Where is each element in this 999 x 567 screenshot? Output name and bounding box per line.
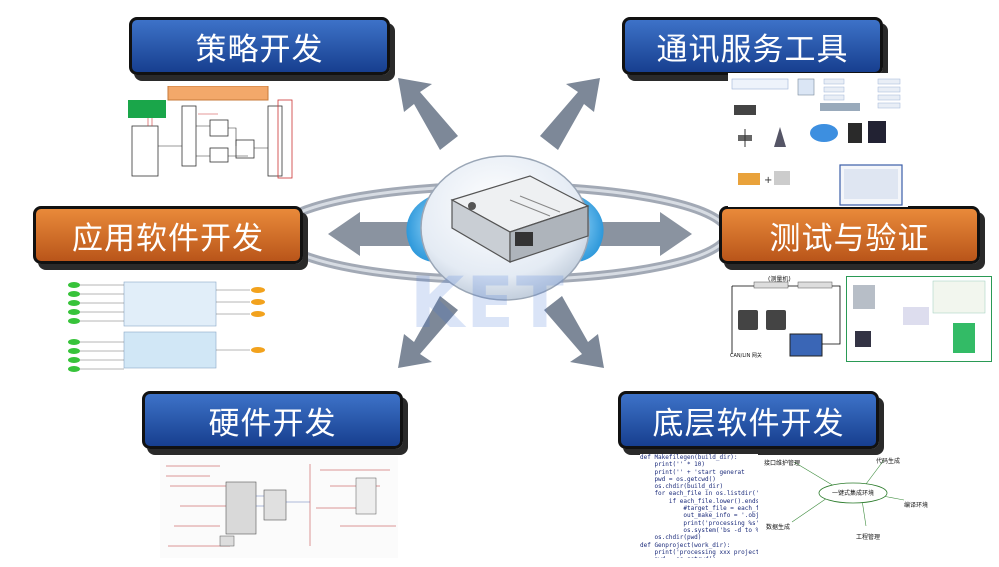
code-line: pwd = os.getcwd() [640, 556, 758, 558]
strategy-dev-label: 策略开发 [195, 31, 324, 68]
test-bench-thumbnail: (测量机) CAN/LIN 网关 [728, 274, 844, 364]
test-hil-thumbnail [846, 276, 992, 362]
app-software-thumbnail [62, 280, 287, 380]
base-software-label: 底层软件开发 [652, 405, 845, 442]
hardware-dev-label: 硬件开发 [208, 405, 337, 442]
code-line: for each_file in os.listdir(' [640, 490, 758, 498]
svg-text:+: + [764, 175, 772, 186]
code-line: print('processing xxx project') [640, 548, 758, 556]
mindmap-node-codegen: 代码生成 [876, 458, 901, 465]
code-line: os.system('bs -d to % [640, 526, 758, 534]
strategy-dev-box[interactable]: 策略开发 [129, 17, 390, 75]
code-line: def Makefilegen(build_dir): [640, 454, 738, 461]
code-line: print('' + 'start generat [640, 468, 745, 476]
comm-tool-thumbnail: + [728, 73, 908, 207]
code-line: out_make_info = '.obj [640, 512, 758, 520]
arrow-base [544, 296, 604, 368]
center-watermark: KET [410, 262, 566, 344]
arrow-app [328, 212, 420, 256]
mindmap-center: 一键式集成环境 [832, 490, 875, 497]
mindmap-node-interface: 接口维护管理 [764, 460, 801, 467]
test-validation-box[interactable]: 测试与验证 [719, 206, 980, 264]
code-line: pwd = os.getcwd() [640, 475, 716, 483]
code-snippet-text: def Makefilegen(build_dir): print('' * 1… [640, 454, 758, 558]
test-validation-label: 测试与验证 [769, 220, 930, 257]
app-software-box[interactable]: 应用软件开发 [33, 206, 303, 264]
code-line: os.chdir(build_dir) [640, 483, 724, 491]
code-line: if each_file.lower().endswi [640, 497, 758, 505]
code-line: def Genproject(work_dir): [640, 541, 731, 549]
code-line: #target_file = each_fil [640, 505, 758, 513]
comm-tool-label: 通讯服务工具 [656, 31, 849, 68]
code-snippet-panel: def Makefilegen(build_dir): print('' * 1… [640, 454, 758, 558]
integration-mindmap: 一键式集成环境 接口维护管理 代码生成 编译环境 工程管理 数据生成 [758, 450, 948, 550]
app-software-label: 应用软件开发 [72, 220, 264, 257]
arrow-strategy [398, 78, 458, 150]
base-software-box[interactable]: 底层软件开发 [618, 391, 879, 449]
hardware-dev-box[interactable]: 硬件开发 [142, 391, 403, 449]
mindmap-node-project: 工程管理 [856, 534, 881, 541]
controller-unit-icon [450, 175, 590, 264]
code-line: os.chdir(pwd) [640, 534, 702, 542]
arrow-hardware [398, 296, 458, 368]
code-line: print('processing %s' % [640, 519, 758, 527]
arrow-test [600, 212, 692, 256]
strategy-model-thumbnail [128, 86, 298, 186]
code-line: print('' * 10) [640, 461, 706, 469]
test-top-label: (测量机) [768, 276, 791, 283]
mindmap-node-datagen: 数据生成 [766, 524, 791, 531]
mindmap-node-compile: 编译环境 [904, 502, 929, 509]
arrow-comm [540, 78, 600, 150]
test-bottom-label: CAN/LIN 网关 [730, 353, 762, 359]
comm-tool-box[interactable]: 通讯服务工具 [622, 17, 883, 75]
hardware-schematic-thumbnail [160, 456, 398, 558]
